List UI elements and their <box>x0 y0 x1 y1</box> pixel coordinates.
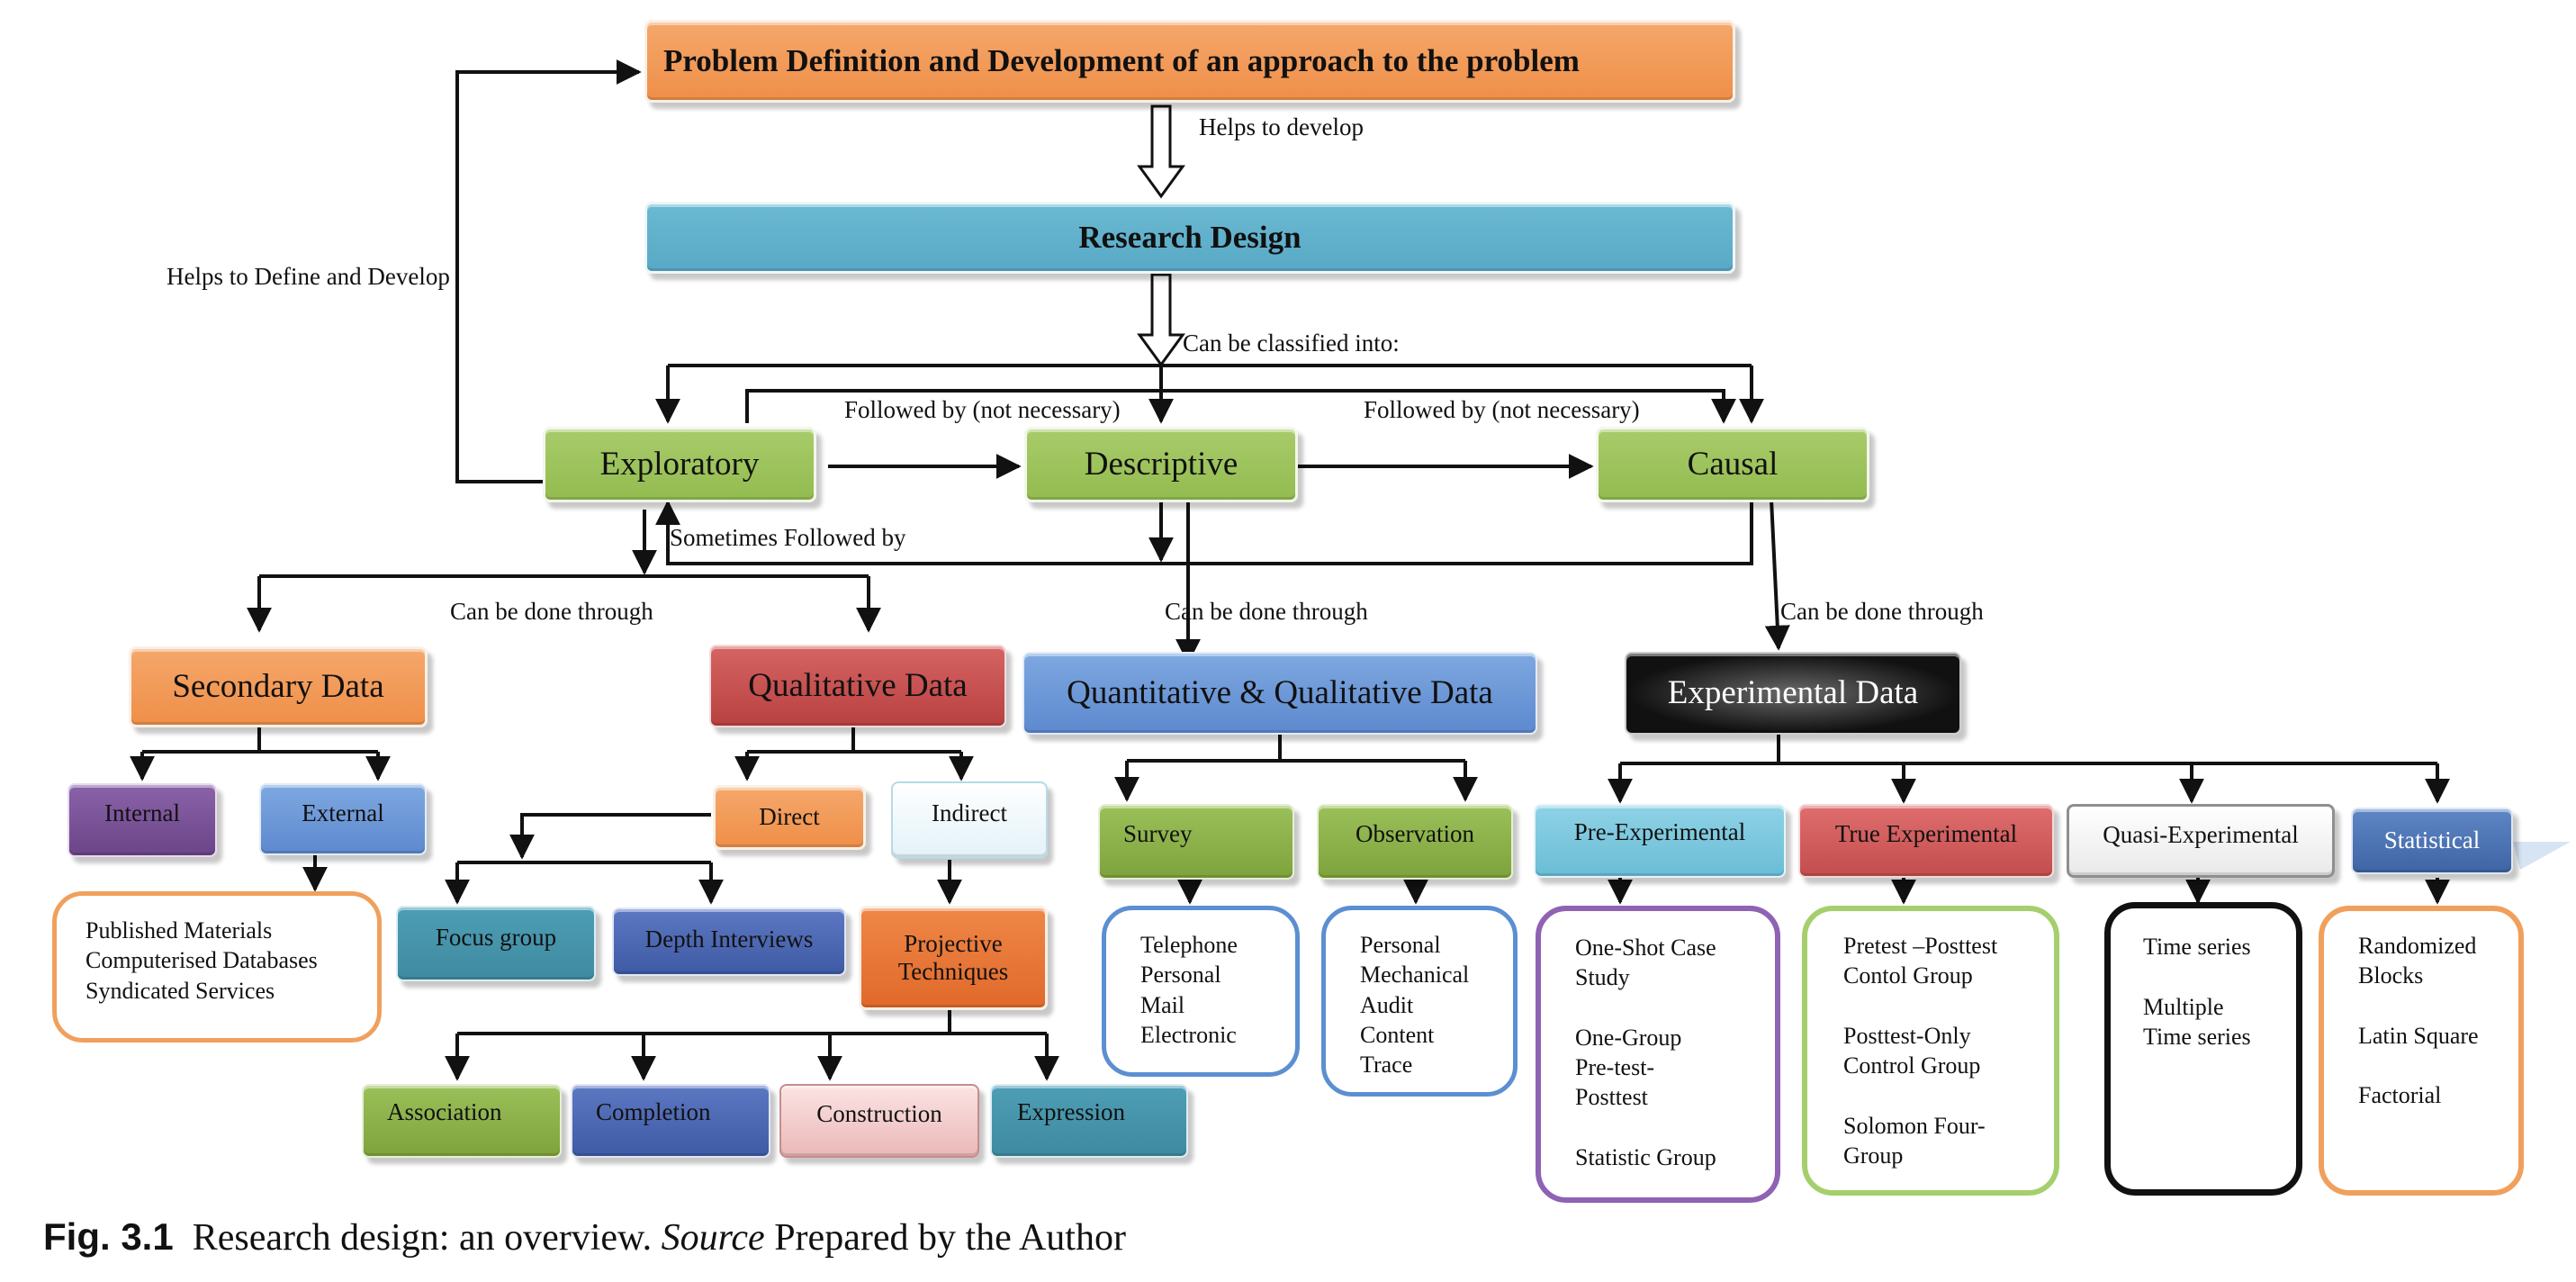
figure-number: Fig. 3.1 <box>43 1215 174 1258</box>
focus-group-node: Focus group <box>396 906 596 981</box>
decorative-triangle <box>2513 842 2571 870</box>
indirect-node: Indirect <box>891 781 1048 859</box>
quasi-experimental-designs-list: Time series Multiple Time series <box>2104 902 2302 1196</box>
causal-node: Causal <box>1596 427 1869 502</box>
survey-methods-list: Telephone Personal Mail Electronic <box>1102 906 1300 1077</box>
can-be-classified-label: Can be classified into: <box>1183 330 1400 357</box>
external-sources-list: Published Materials Computerised Databas… <box>52 891 382 1043</box>
projective-techniques-node: Projective Techniques <box>859 906 1048 1010</box>
done-through-label-2: Can be done through <box>1165 598 1368 625</box>
helps-to-develop-label: Helps to develop <box>1199 113 1364 140</box>
done-through-label-3: Can be done through <box>1780 598 1984 625</box>
experimental-data-node: Experimental Data <box>1625 652 1961 735</box>
depth-interviews-node: Depth Interviews <box>612 907 846 976</box>
true-experimental-node: True Experimental <box>1798 804 2054 878</box>
observation-methods-list: Personal Mechanical Audit Content Trace <box>1321 906 1518 1097</box>
hollow-arrow-design-to-types <box>1137 273 1185 367</box>
quant-qual-data-node: Quantitative & Qualitative Data <box>1022 652 1537 735</box>
connector-exploratory-causal <box>745 389 1736 424</box>
caption-text: Research design: an overview. <box>192 1217 653 1259</box>
direct-node: Direct <box>713 785 866 850</box>
true-experimental-designs-list: Pretest –Posttest Contol Group Posttest-… <box>1802 906 2059 1196</box>
external-node: External <box>259 783 427 855</box>
secondary-data-node: Secondary Data <box>129 646 428 727</box>
pre-experimental-designs-list: One-Shot Case Study One-Group Pre-test- … <box>1536 906 1780 1203</box>
caption-author: Prepared by the Author <box>774 1217 1126 1259</box>
followed-by-label-1: Followed by (not necessary) <box>844 396 1121 423</box>
completion-node: Completion <box>571 1084 770 1158</box>
exploratory-node: Exploratory <box>543 427 816 502</box>
hollow-arrow-problem-to-design <box>1137 104 1185 199</box>
caption-source: Source <box>661 1217 765 1259</box>
sometimes-followed-label: Sometimes Followed by <box>670 524 906 551</box>
observation-node: Observation <box>1317 804 1513 880</box>
statistical-node: Statistical <box>2351 808 2513 874</box>
expression-node: Expression <box>990 1084 1188 1158</box>
problem-definition-node: Problem Definition and Development of an… <box>644 20 1735 103</box>
descriptive-node: Descriptive <box>1024 427 1298 502</box>
research-design-node: Research Design <box>644 202 1735 274</box>
figure-caption: Fig. 3.1 Research design: an overview. S… <box>43 1215 1126 1259</box>
helps-define-develop-label: Helps to Define and Develop <box>167 263 450 290</box>
construction-node: Construction <box>779 1084 979 1158</box>
connector-feedback-loop <box>455 59 642 483</box>
survey-node: Survey <box>1098 804 1294 880</box>
statistical-designs-list: Randomized Blocks Latin Square Factorial <box>2319 906 2524 1196</box>
association-node: Association <box>362 1084 562 1158</box>
internal-node: Internal <box>68 783 217 857</box>
qualitative-data-node: Qualitative Data <box>709 645 1006 727</box>
pre-experimental-node: Pre-Experimental <box>1534 804 1786 878</box>
done-through-label-1: Can be done through <box>450 598 653 625</box>
quasi-experimental-node: Quasi-Experimental <box>2067 804 2335 878</box>
followed-by-label-2: Followed by (not necessary) <box>1364 396 1640 423</box>
